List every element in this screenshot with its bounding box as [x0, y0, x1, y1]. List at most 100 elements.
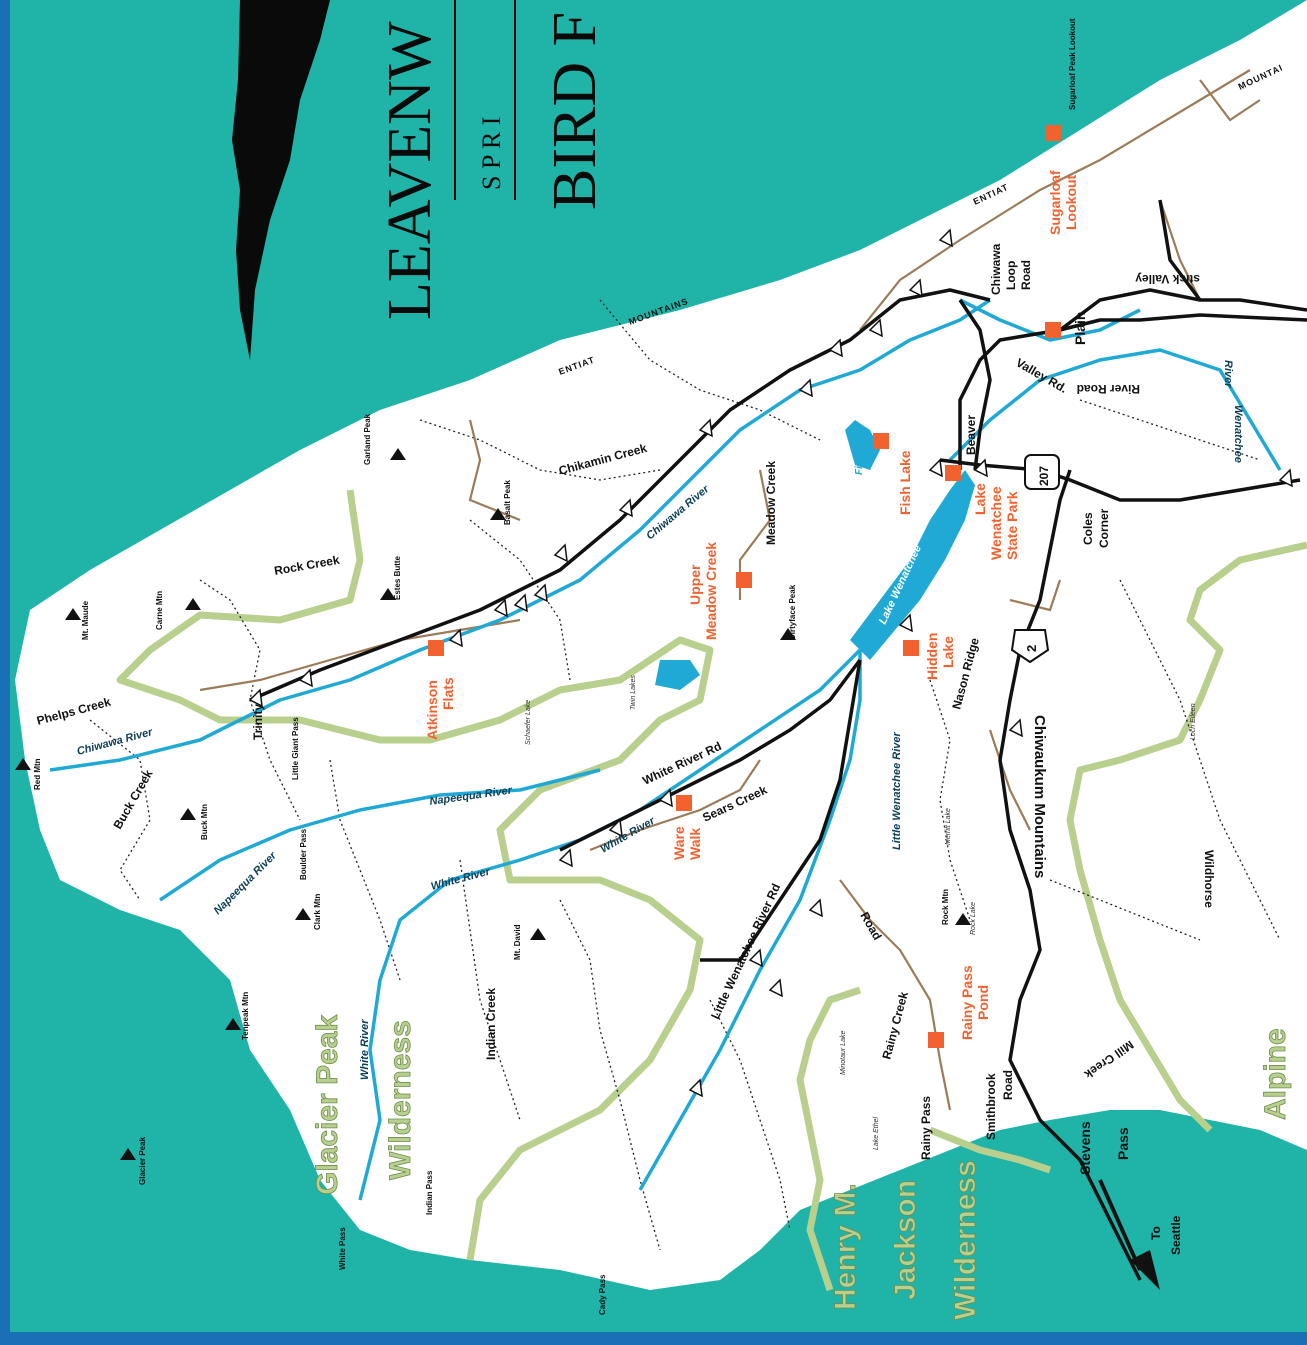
- dotted-trails: [89, 299, 1281, 1251]
- chiwaukum-label: Chiwaukum Mountains: [1031, 715, 1048, 878]
- highway-2-line: [998, 469, 1142, 1281]
- chiwawa-river-line: [49, 298, 991, 772]
- sugarloaf-label-2: Lookout: [1063, 174, 1079, 230]
- dirtyface-label: Dirtyface Peak: [788, 584, 797, 640]
- smithbrook-road-label: Road: [1001, 1070, 1015, 1100]
- indian-creek-label: Indian Creek: [484, 988, 498, 1060]
- white-pass-label: White Pass: [338, 1227, 347, 1270]
- wenatchee-river-label: Wenatchee: [1232, 405, 1244, 463]
- little-wenatchee-river-line: [638, 650, 862, 1191]
- basalt-peak-label: Basalt Peak: [503, 480, 512, 525]
- merritt-lake-label: Merritt Lake: [945, 808, 952, 845]
- hwy2-stub: [1158, 199, 1202, 302]
- chiwawa-loop-2: Loop: [1004, 261, 1018, 290]
- chiwawa-loop-line: [958, 299, 992, 471]
- ware-walk-1: Ware: [671, 826, 687, 860]
- highway-shield-2: 2: [1010, 629, 1050, 664]
- chiwawa-loop-3: Road: [1019, 260, 1033, 290]
- hidden-lake-2: Lake: [940, 636, 956, 668]
- glacier-peak-peak-label: Glacier Peak: [138, 1136, 147, 1185]
- atkinson-1: Atkinson: [424, 680, 440, 740]
- rainy-pass-label: Rainy Pass: [919, 1096, 933, 1160]
- clark-mtn-label: Clark Mtn: [313, 893, 322, 930]
- white-river-label-3: White River: [359, 1019, 371, 1080]
- white-river-line: [358, 648, 862, 1201]
- buck-mtn-label: Buck Mtn: [200, 804, 209, 840]
- title-block: LEAVENW S P R I BIRD F: [376, 0, 609, 320]
- lake-wenatchee-sp-3: State Park: [1004, 491, 1020, 560]
- pass-label: Pass: [1115, 1127, 1131, 1160]
- wenatchee-river-line: [948, 348, 1282, 471]
- highway-shield-207: 207: [1024, 454, 1060, 490]
- upper-meadow-2: Meadow Creek: [703, 542, 719, 640]
- plain-river-line: [959, 298, 1141, 342]
- atkinson-2: Flats: [440, 677, 456, 710]
- chiwawa-road-line: [249, 288, 991, 702]
- garland-peak-label: Garland Peak: [363, 413, 372, 465]
- wildhorse-label: Wildhorse: [1202, 850, 1216, 908]
- fish-lake-shape: [845, 420, 880, 470]
- peak-icons: [15, 448, 971, 1160]
- rainy-pass-pond-1: Rainy Pass: [959, 965, 975, 1040]
- lake-ethel-label: Lake Ethel: [873, 1116, 880, 1150]
- land-area: [15, 0, 1307, 1290]
- plain-road-line: [1058, 288, 1307, 332]
- rivers: [49, 298, 1282, 1201]
- stevens-label: Stevens: [1077, 1121, 1093, 1175]
- glacier-wilderness-label: Wilderness: [384, 1020, 417, 1180]
- lake-wenatchee-sp-2: Wenatchee: [988, 486, 1004, 560]
- highway-2-label: 2: [1024, 645, 1039, 652]
- rock-lake-label: Rock Lake: [970, 902, 977, 935]
- forest-roads: [199, 69, 1261, 1111]
- rainy-pass-pond-2: Pond: [975, 985, 991, 1020]
- little-wenatchee-river-label: Little Wenatchee River: [891, 732, 903, 850]
- schaefer-lake-label: Schaefer Lake: [525, 700, 532, 745]
- loch-eileen-label: Loch Eileen: [1190, 703, 1197, 740]
- highways: [249, 199, 1307, 1281]
- heron-silhouette: [232, 0, 330, 360]
- to-label: To: [1149, 1226, 1163, 1240]
- hidden-lake-1: Hidden: [924, 633, 940, 680]
- river-road-label: River Road: [1077, 382, 1140, 396]
- twin-lakes-shape: [655, 660, 700, 690]
- sugarloaf-peak-label: Sugarloaf Peak Lookout: [1068, 18, 1077, 110]
- lake-wenatchee: [850, 470, 975, 660]
- rock-mtn-label: Rock Mtn: [941, 889, 950, 925]
- twin-lakes-label: Twin Lakes: [630, 675, 637, 710]
- little-wenatchee-rd-line: [700, 659, 862, 962]
- upper-meadow-1: Upper: [687, 564, 703, 605]
- title-line2: S P R I: [477, 117, 506, 190]
- boulder-pass-label: Boulder Pass: [299, 828, 308, 880]
- highway-207-label: 207: [1037, 466, 1051, 486]
- henry-wilderness-label: Wilderness: [949, 1160, 982, 1320]
- sugarloaf-label-1: Sugarloaf: [1047, 170, 1063, 235]
- fish-lake-site-label: Fish Lake: [897, 450, 913, 515]
- meadow-creek-label: Meadow Creek: [764, 461, 778, 545]
- tenpeak-mtn-label: Tenpeak Mtn: [241, 992, 250, 1040]
- campground-icons: [248, 228, 1293, 1098]
- mt-david-label: Mt. David: [513, 924, 522, 960]
- stick-valley-label: stick Valley: [1135, 272, 1200, 286]
- jackson-label: Jackson: [889, 1180, 922, 1300]
- cady-pass-label: Cady Pass: [598, 1274, 607, 1315]
- seattle-label: Seattle: [1169, 1215, 1183, 1255]
- coles-label: Coles: [1081, 512, 1095, 545]
- carne-mtn-label: Carne Mtn: [155, 591, 164, 630]
- estes-butte-label: Estes Butte: [393, 555, 402, 600]
- highway-207-line: [939, 458, 1301, 502]
- beaver-label: Beaver: [964, 415, 978, 455]
- red-mtn-label: Red Mtn: [33, 758, 42, 790]
- smithbrook-label: Smithbrook: [984, 1073, 998, 1140]
- henry-label: Henry M.: [829, 1183, 862, 1310]
- minotaur-lake-label: Minotaur Lake: [840, 1031, 847, 1075]
- corner-label: Corner: [1097, 508, 1111, 548]
- lake-wenatchee-sp-1: Lake: [972, 483, 988, 515]
- title-line1: LEAVENW: [376, 21, 444, 320]
- indian-pass-label: Indian Pass: [425, 1170, 434, 1215]
- chiwawa-loop-1: Chiwawa: [989, 243, 1003, 295]
- ware-walk-2: Walk: [687, 828, 703, 860]
- wilderness-boundaries: [116, 489, 1307, 1292]
- to-seattle-arrow: [1098, 1179, 1160, 1290]
- title-line3: BIRD F: [541, 12, 609, 210]
